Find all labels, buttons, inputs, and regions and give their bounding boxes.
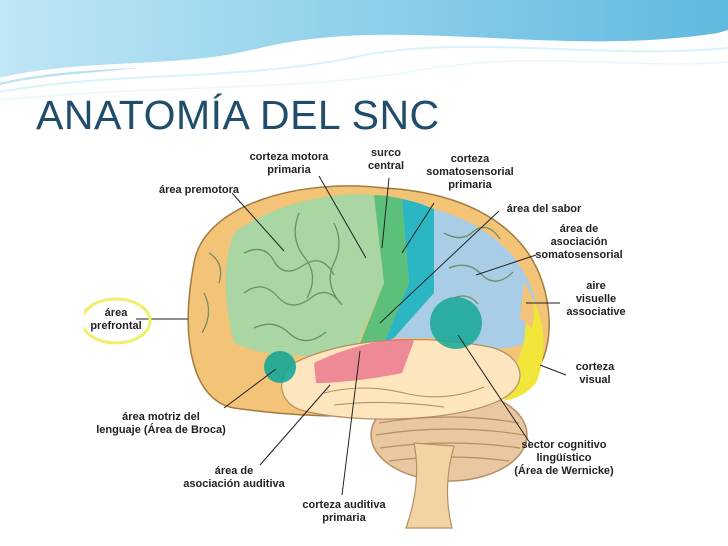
prefrontal-highlight [84,297,152,345]
label-corteza-motora: corteza motora primaria [249,151,329,176]
label-sector-cognitivo: sector cognitivo lingüístico (Área de We… [514,439,614,477]
label-area-asociacion-somatosensorial: área de asociación somatosensorial [535,223,623,261]
label-area-broca: área motriz del lenguaje (Área de Broca) [96,411,226,436]
slide-title: ANATOMÍA DEL SNC [36,92,440,138]
brainstem [405,442,455,529]
label-area-premotora: área premotora [158,184,240,196]
label-surco-central: surco central [367,147,405,172]
label-area-prefrontal: área prefrontal [90,307,142,332]
brain-illustration [84,175,567,529]
label-area-asociacion-auditiva: área de asociación auditiva [183,465,285,490]
leader-lines [136,175,567,496]
label-aire-visuelle: aire visuelle associative [566,280,626,318]
label-corteza-visual: corteza visual [575,361,615,386]
brain-diagram: corteza motora primaria surco central co… [84,143,636,531]
label-corteza-auditiva: corteza auditiva primaria [302,499,386,524]
cerebrum [187,185,550,420]
header-wave-decoration [0,0,728,101]
label-area-sabor: área del sabor [506,203,582,215]
label-corteza-somatosensorial: corteza somatosensorial primaria [426,153,514,191]
